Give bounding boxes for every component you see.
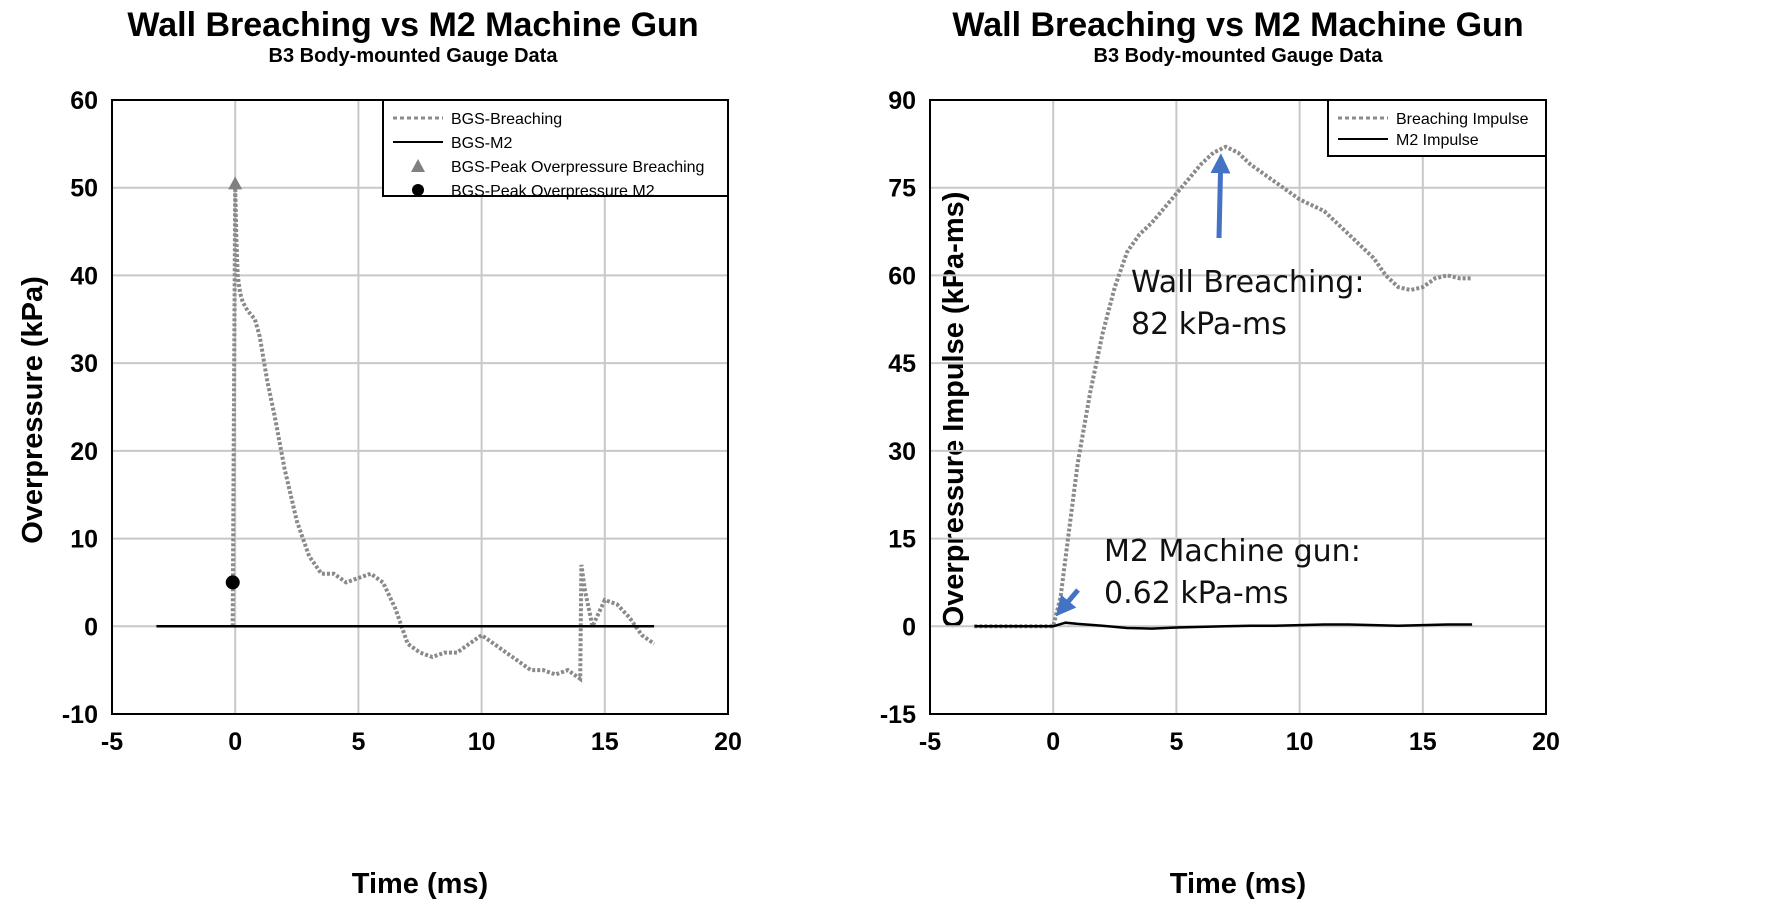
legend-label: BGS-Peak Overpressure Breaching	[451, 159, 704, 176]
x-tick-label: 5	[351, 728, 365, 756]
series-line-m2-impulse	[974, 621, 1473, 630]
x-tick-label: -5	[919, 728, 941, 756]
peak-marker-breaching	[228, 176, 243, 190]
chart1-title: Wall Breaching vs M2 Machine Gun	[127, 6, 698, 44]
y-tick-label: 0	[84, 613, 98, 641]
series-line-breaching-impulse	[974, 144, 1473, 629]
y-tick-label: 40	[70, 262, 98, 290]
legend-swatch	[412, 184, 424, 196]
y-tick-label: 60	[888, 262, 916, 290]
peak-marker-m2	[225, 575, 240, 590]
annotation-text: Wall Breaching:	[1131, 265, 1364, 300]
x-tick-label: 0	[228, 728, 242, 756]
annotation-text: M2 Machine gun:	[1104, 534, 1361, 569]
x-tick-label: 20	[1532, 728, 1560, 756]
x-tick-label: 15	[1409, 728, 1437, 756]
x-tick-label: 10	[1286, 728, 1314, 756]
overpressure-chart: -5 0 5 10 15 20 -10 0 10 20 30 40 50 60BGS-BreachingB…	[62, 87, 742, 756]
y-tick-label: -10	[62, 701, 98, 729]
y-tick-label: 90	[888, 87, 916, 115]
legend-swatch	[411, 159, 425, 172]
chart1-xlabel: Time (ms)	[352, 868, 488, 900]
chart1-subtitle: B3 Body-mounted Gauge Data	[269, 45, 559, 67]
chart2-title: Wall Breaching vs M2 Machine Gun	[952, 6, 1523, 44]
x-tick-label: 5	[1169, 728, 1183, 756]
legend-label: BGS-Peak Overpressure M2	[451, 183, 655, 200]
annotation-text: 82 kPa-ms	[1131, 307, 1287, 342]
y-tick-label: 75	[888, 175, 916, 203]
x-tick-label: 20	[714, 728, 742, 756]
y-tick-label: -15	[880, 701, 916, 729]
x-tick-label: 10	[468, 728, 496, 756]
chart2-ylabel: Overpressure Impulse (kPa-ms)	[938, 192, 970, 629]
legend-label: Breaching Impulse	[1396, 111, 1529, 128]
x-tick-label: 15	[591, 728, 619, 756]
legend-box	[382, 99, 729, 197]
annotation-text: 0.62 kPa-ms	[1104, 576, 1289, 611]
y-tick-label: 60	[70, 87, 98, 115]
annotation-arrow	[1055, 588, 1080, 617]
y-tick-label: 30	[70, 350, 98, 378]
x-tick-label: 0	[1046, 728, 1060, 756]
y-tick-label: 20	[70, 438, 98, 466]
chart1-ylabel: Overpressure (kPa)	[17, 276, 49, 544]
y-tick-label: 50	[70, 175, 98, 203]
x-tick-label: -5	[101, 728, 123, 756]
series-line-bgs-breaching	[230, 187, 656, 683]
legend-label: BGS-Breaching	[451, 111, 562, 128]
annotation-arrow	[1210, 153, 1231, 239]
legend-label: BGS-M2	[451, 135, 512, 152]
y-tick-label: 30	[888, 438, 916, 466]
y-tick-label: 10	[70, 526, 98, 554]
y-tick-label: 45	[888, 350, 916, 378]
y-tick-label: 15	[888, 526, 916, 554]
chart2-subtitle: B3 Body-mounted Gauge Data	[1094, 45, 1384, 67]
legend-box	[1327, 99, 1547, 157]
plot-frame	[929, 99, 1547, 715]
y-tick-label: 0	[902, 613, 916, 641]
chart2-xlabel: Time (ms)	[1170, 868, 1306, 900]
legend-label: M2 Impulse	[1396, 132, 1479, 149]
